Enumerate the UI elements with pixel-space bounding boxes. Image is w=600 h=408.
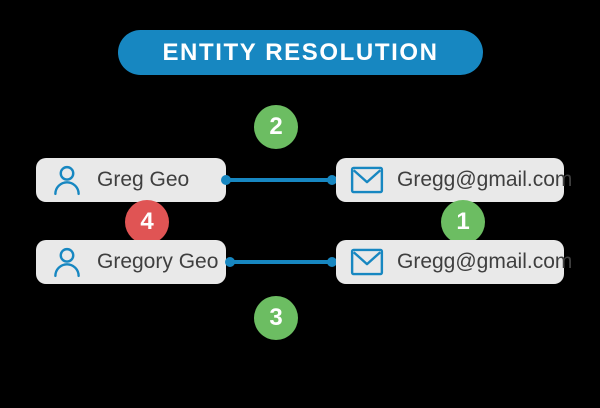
email-address: Gregg@gmail.com — [397, 250, 573, 273]
person-icon — [50, 163, 84, 197]
page-title: ENTITY RESOLUTION — [162, 38, 439, 66]
step-badge-1: 1 — [441, 200, 485, 244]
person-icon — [50, 245, 84, 279]
email-card-2: Gregg@gmail.com — [336, 240, 572, 284]
step-number: 3 — [269, 304, 283, 331]
connector-line-2 — [225, 257, 337, 267]
step-number: 1 — [456, 208, 470, 235]
title-banner: ENTITY RESOLUTION — [118, 30, 483, 75]
step-number: 4 — [140, 208, 154, 235]
email-address: Gregg@gmail.com — [397, 168, 573, 191]
envelope-icon — [350, 165, 384, 195]
person-name: Greg Geo — [97, 168, 190, 191]
envelope-icon — [350, 247, 384, 277]
step-badge-3: 3 — [254, 296, 298, 340]
connector-dot — [327, 175, 337, 185]
step-badge-2: 2 — [254, 105, 298, 149]
person-card-gregory: Gregory Geo — [36, 240, 226, 284]
connector-dot — [221, 175, 231, 185]
step-badge-4: 4 — [125, 200, 169, 244]
connector-line-1 — [221, 175, 337, 185]
connector-dot — [327, 257, 337, 267]
step-number: 2 — [269, 113, 283, 140]
email-card-1: Gregg@gmail.com — [336, 158, 572, 202]
person-card-greg: Greg Geo — [36, 158, 226, 202]
person-name: Gregory Geo — [97, 250, 219, 273]
connector-dot — [225, 257, 235, 267]
